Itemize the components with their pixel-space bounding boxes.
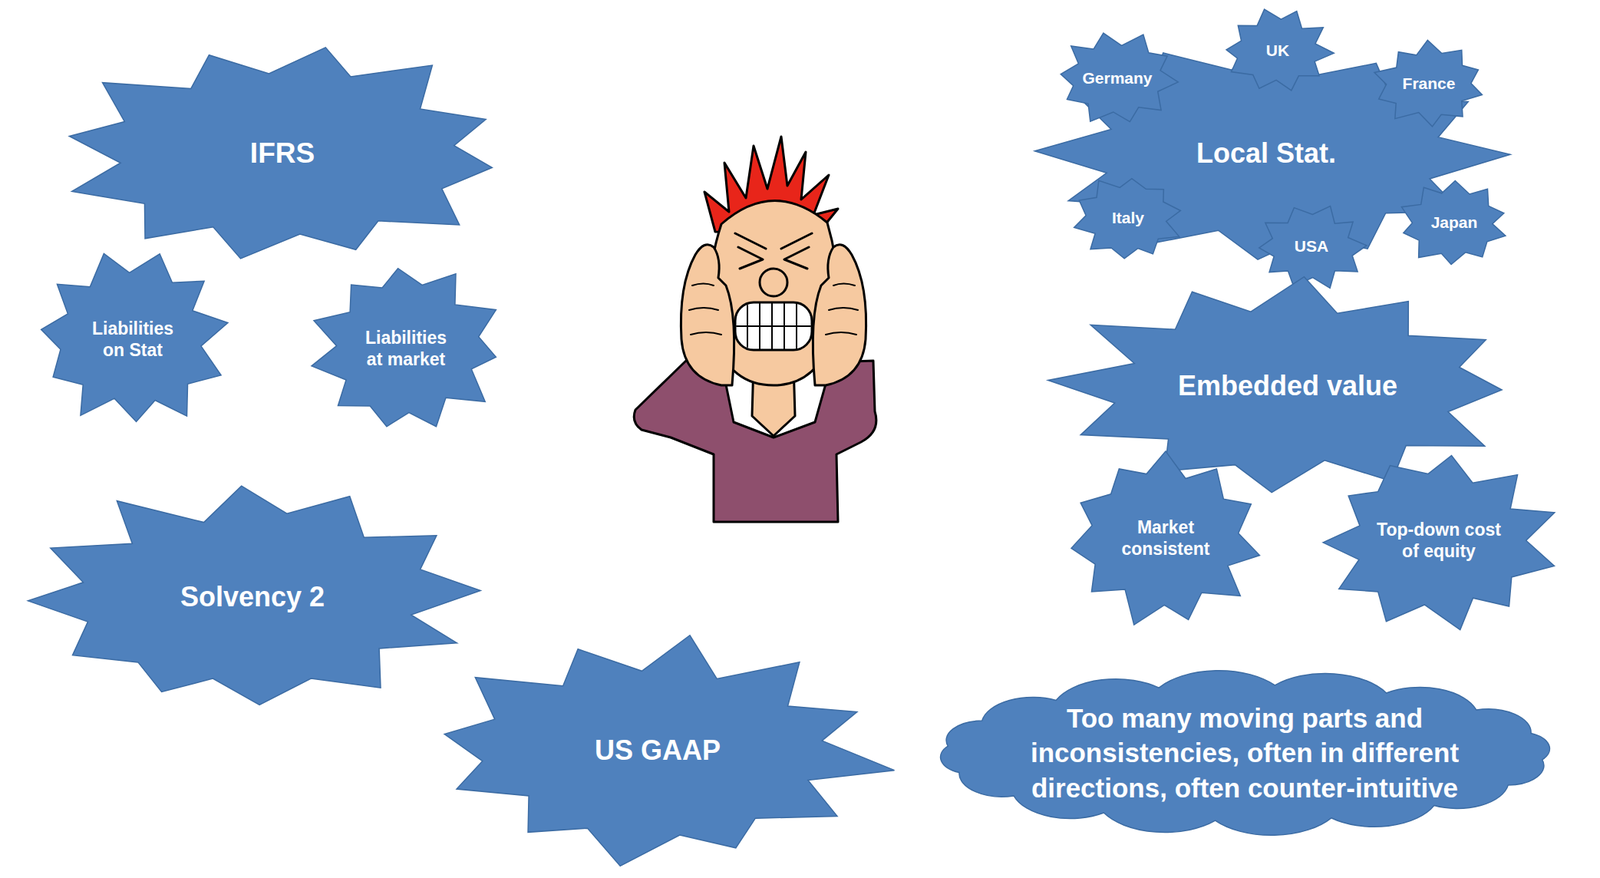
starburst-node: Top-down cost of equity bbox=[1316, 448, 1562, 634]
node-label: US GAAP bbox=[542, 733, 773, 767]
starburst-outline bbox=[1071, 451, 1260, 625]
figure-part bbox=[689, 283, 858, 336]
node-label: Too many moving parts and inconsistencie… bbox=[960, 700, 1529, 806]
starburst-node: Japan bbox=[1396, 178, 1512, 268]
starburst-outline bbox=[1374, 39, 1482, 126]
node-label: Market consistent bbox=[1118, 517, 1215, 560]
node-label: Italy bbox=[1078, 207, 1178, 228]
figure-part bbox=[736, 302, 811, 350]
node-label: Local Stat. bbox=[1151, 136, 1382, 170]
node-label: France bbox=[1378, 73, 1479, 93]
cloud-outline bbox=[940, 670, 1550, 836]
figure-part bbox=[633, 360, 877, 522]
figure-part bbox=[680, 244, 734, 386]
starburst-node: IFRS bbox=[42, 39, 523, 269]
node-label: IFRS bbox=[167, 136, 398, 171]
starburst-node: Germany bbox=[1053, 29, 1182, 127]
starburst-outline bbox=[1259, 205, 1367, 288]
starburst-outline bbox=[1060, 32, 1178, 122]
starburst-outline bbox=[1401, 180, 1505, 264]
starburst-node: USA bbox=[1253, 202, 1370, 291]
node-label: Embedded value bbox=[1134, 369, 1442, 403]
starburst-outline bbox=[27, 485, 481, 705]
starburst-node: Liabilities at market bbox=[303, 260, 509, 439]
starburst-node: Liabilities on Stat bbox=[32, 247, 234, 433]
figure-body bbox=[633, 136, 877, 522]
node-label: Liabilities on Stat bbox=[85, 318, 182, 361]
starburst-outline bbox=[1226, 9, 1334, 91]
starburst-outline bbox=[311, 267, 496, 426]
starburst-node: Solvency 2 bbox=[9, 479, 495, 715]
node-label: Japan bbox=[1404, 212, 1505, 232]
node-label: Solvency 2 bbox=[137, 580, 368, 614]
node-label: Top-down cost of equity bbox=[1373, 519, 1505, 562]
starburst-node: Italy bbox=[1070, 174, 1186, 263]
starburst-node: France bbox=[1371, 39, 1487, 129]
figure-part bbox=[738, 247, 809, 269]
node-label: Germany bbox=[1067, 68, 1168, 88]
starburst-node: US GAAP bbox=[418, 633, 898, 868]
node-label: Liabilities at market bbox=[358, 327, 455, 370]
node-label: USA bbox=[1261, 236, 1362, 256]
figure-part bbox=[812, 244, 866, 386]
starburst-node: UK bbox=[1220, 6, 1336, 96]
figure-part bbox=[735, 233, 812, 249]
starburst-outline bbox=[444, 634, 895, 866]
starburst-node: Local Stat. Germany UK FranceItalyUSA Japan bbox=[1021, 36, 1511, 271]
starburst-outline bbox=[1322, 455, 1555, 631]
starburst-outline bbox=[69, 46, 492, 258]
figure-part bbox=[759, 268, 788, 297]
figure-part bbox=[735, 302, 812, 350]
cloud-callout: Too many moving parts and inconsistencie… bbox=[897, 658, 1593, 848]
frustrated-man-figure bbox=[630, 131, 885, 524]
node-label: UK bbox=[1227, 40, 1328, 60]
starburst-outline bbox=[1048, 276, 1502, 492]
starburst-outline bbox=[41, 253, 228, 422]
starburst-node: Market consistent bbox=[1061, 446, 1271, 631]
starburst-outline bbox=[1074, 178, 1182, 258]
